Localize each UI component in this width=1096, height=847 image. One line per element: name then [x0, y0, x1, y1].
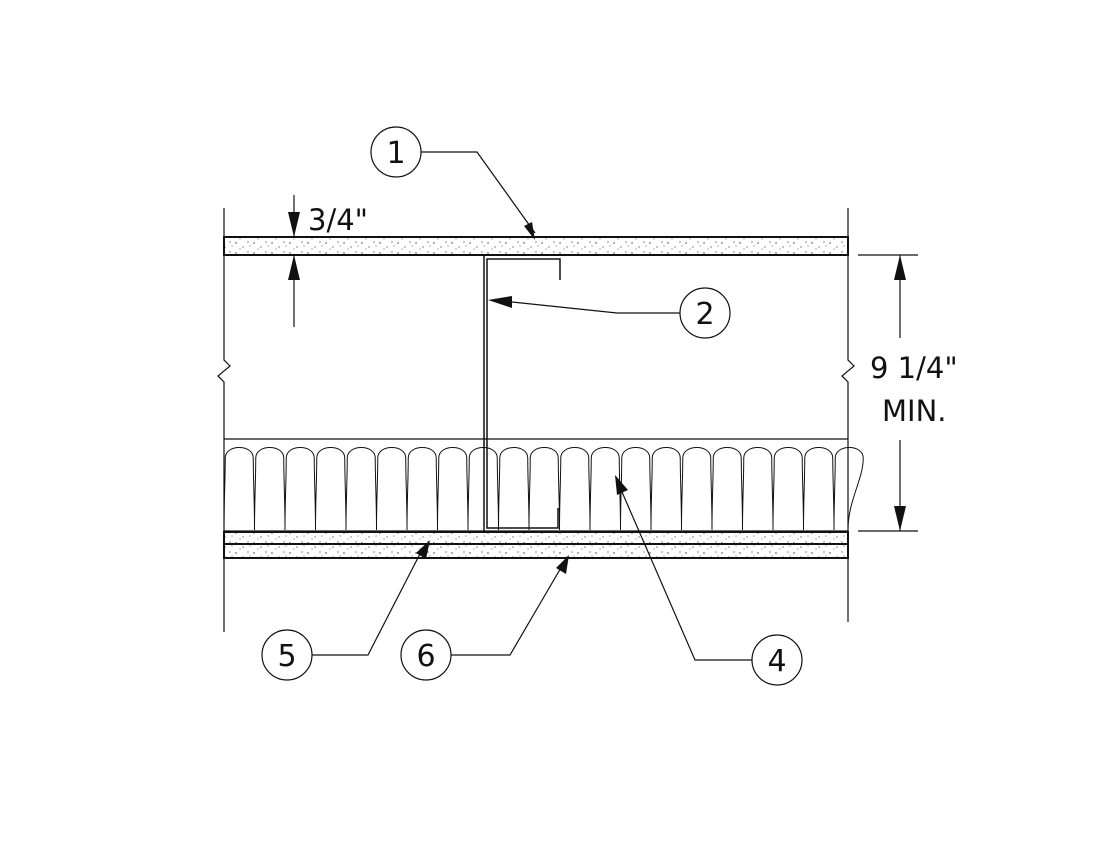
callout-6: 6: [400, 555, 569, 681]
callout-5: 5: [261, 540, 430, 681]
depth-label-line2: MIN.: [882, 394, 947, 428]
callout-4-number: 4: [767, 644, 786, 679]
depth-label-line1: 9 1/4": [870, 351, 958, 385]
left-extent-line: [217, 208, 231, 632]
depth-dimension: [858, 254, 918, 532]
batt-insulation: [223, 438, 864, 532]
thickness-label: 3/4": [308, 203, 368, 237]
top-sheathing-panel: [223, 236, 849, 256]
bottom-layer-5: [223, 531, 849, 545]
callout-1-number: 1: [386, 136, 405, 171]
callout-6-number: 6: [416, 639, 435, 674]
right-extent-line: [841, 208, 855, 622]
callout-2-number: 2: [695, 297, 714, 332]
callout-4: 4: [615, 475, 803, 686]
steel-c-joist: [483, 255, 561, 532]
callout-1: 1: [370, 126, 536, 240]
callout-2: 2: [488, 287, 731, 339]
callout-5-number: 5: [277, 639, 296, 674]
thickness-dimension: [288, 195, 300, 327]
bottom-layer-6: [223, 543, 849, 559]
